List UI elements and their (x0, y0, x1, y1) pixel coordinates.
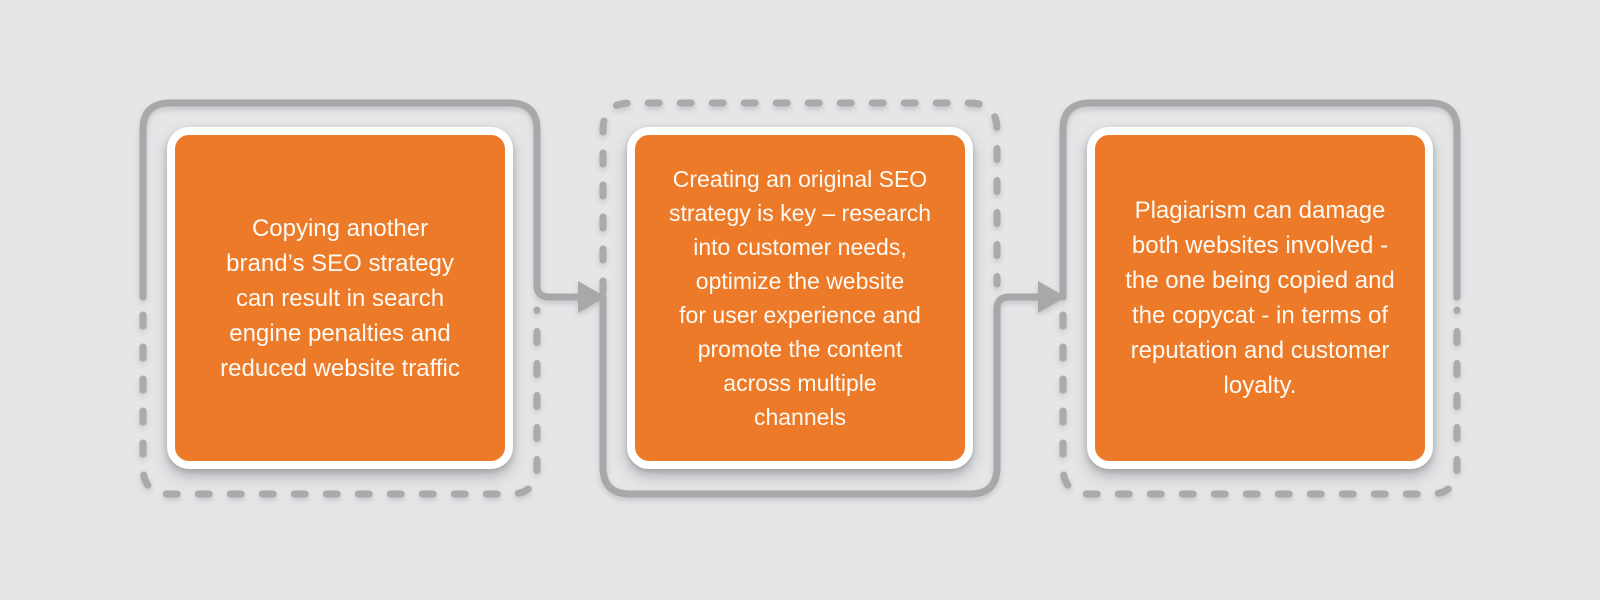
step-card-2: Creating an original SEO strategy is key… (627, 127, 973, 469)
arrow-right-icon-2 (1038, 281, 1066, 313)
step3-outline-solid-path (1059, 99, 1461, 301)
step1-outline-solid-path (139, 99, 584, 301)
step-card-1: Copying another brand’s SEO strategy can… (167, 127, 513, 469)
step2-outline-solid-path (599, 293, 1044, 498)
step2-outline-dashed-path (599, 99, 1001, 314)
step-text-2: Creating an original SEO strategy is key… (668, 166, 932, 430)
step1-outline-dashed-path (139, 293, 541, 498)
step-card-3: Plagiarism can damage both websites invo… (1087, 127, 1433, 469)
step-text-3: Plagiarism can damage both websites invo… (1125, 197, 1395, 399)
step3-outline-dashed-path (1059, 293, 1461, 498)
step-text-1: Copying another brand’s SEO strategy can… (220, 214, 460, 382)
arrow-right-icon-1 (578, 281, 606, 313)
